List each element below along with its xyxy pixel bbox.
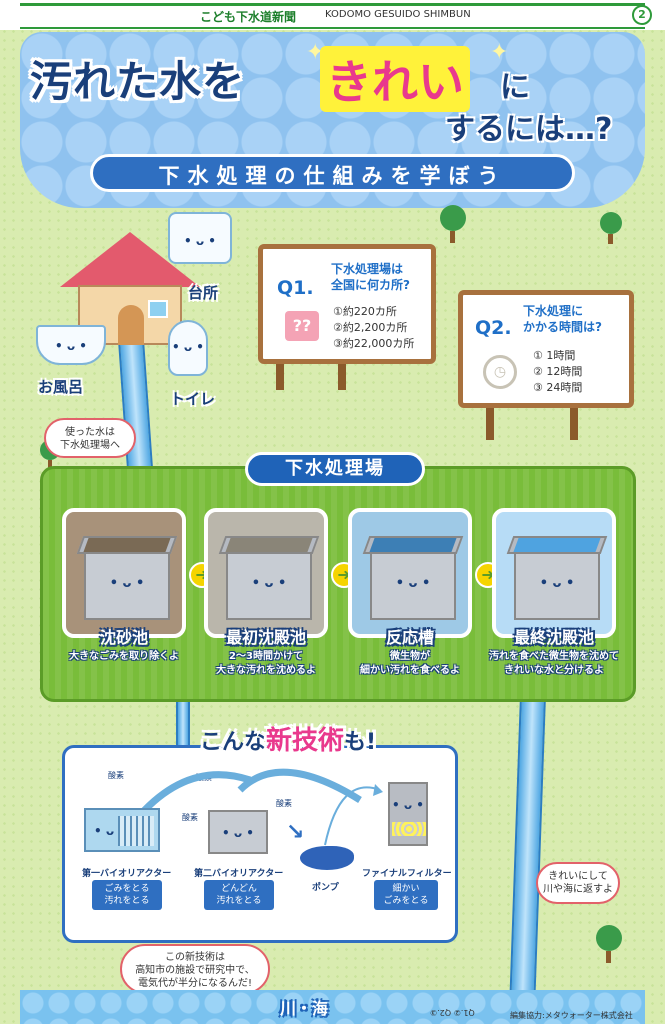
step-desc: 汚れを食べた微生物を沈めて きれいな水と分けるよ: [489, 651, 619, 676]
credit: 編集協力:メタウォーター株式会社: [510, 1011, 633, 1020]
step-name: 反応槽: [385, 628, 434, 647]
new-tech-title: こんな新技術も!: [200, 720, 376, 757]
plant-title: 下水処理場: [245, 452, 425, 486]
outflow-pipe: [509, 694, 546, 996]
bioreactor-2-label: 第二バイオリアクター: [194, 869, 284, 879]
bioreactor-1: • ᴗ •: [84, 808, 160, 852]
title-highlight: きれい: [320, 46, 470, 112]
tank-card: • ᴗ •: [204, 508, 328, 638]
speech-bubble: きれいにして 川や海に返すよ: [536, 862, 620, 904]
bioreactor-2: • ᴗ •: [208, 810, 268, 854]
clock-icon: ◷: [483, 355, 517, 389]
q1-option-1: ①約220カ所: [333, 305, 397, 318]
subtitle-banner: 下水処理の仕組みを学ぼう: [90, 154, 575, 192]
house-window: [148, 300, 168, 318]
tree-icon: [600, 212, 622, 244]
sign-post: [338, 360, 346, 390]
new-tech-title-b: 新技術: [266, 726, 345, 756]
filter-tag: 細かい ごみをとる: [374, 880, 438, 910]
sparkle-icon: ✦: [490, 40, 509, 65]
step-name: 沈砂池: [99, 628, 148, 647]
sign-post: [570, 400, 578, 440]
q1-option-2: ②約2,200カ所: [333, 321, 408, 334]
title-particle: に: [500, 70, 530, 105]
bioreactor-1-label: 第一バイオリアクター: [82, 869, 172, 879]
q2-question: 下水処理に かかる時間は?: [523, 304, 602, 334]
q1-option-3: ③約22,000カ所: [333, 337, 415, 350]
question-mark-icon: ??: [285, 311, 319, 341]
step-desc: 2〜3時間かけて 大きな汚れを沈めるよ: [216, 651, 316, 676]
river-band: [20, 990, 645, 1024]
toilet-icon: • ᴗ •: [168, 320, 208, 376]
sign-post: [486, 400, 494, 440]
q1-label: Q1.: [277, 277, 314, 299]
new-tech-title-c: も!: [344, 730, 377, 755]
bathtub-icon: • ᴗ •: [36, 325, 106, 365]
q2-option-2: ② 12時間: [533, 365, 583, 378]
house-door: [118, 305, 144, 345]
sign-post: [276, 360, 284, 390]
new-tech-title-a: こんな: [200, 730, 267, 755]
q2-label: Q2.: [475, 317, 512, 339]
paper-name: こども下水道新聞: [200, 10, 297, 24]
tank-card: • ᴗ •: [62, 508, 186, 638]
step-desc: 大きなごみを取り除くよ: [69, 651, 179, 662]
title-main: 汚れた水を: [30, 57, 246, 106]
question-sign-2: Q2. 下水処理に かかる時間は? ◷ ① 1時間 ② 12時間 ③ 24時間: [458, 290, 634, 408]
pump-whale-icon: [300, 846, 354, 870]
speech-bubble: この新技術は 高知市の施設で研究中で、 電気代が半分になるんだ!: [120, 944, 270, 994]
tree-icon: [440, 205, 466, 243]
bioreactor-1-tag: ごみをとる 汚れをとる: [92, 880, 162, 910]
label-bath: お風呂: [38, 378, 84, 396]
filter-label: ファイナルフィルター: [362, 869, 452, 879]
bioreactor-2-tag: どんどん 汚れをとる: [204, 880, 274, 910]
q2-option-3: ③ 24時間: [533, 381, 583, 394]
step-desc: 微生物が 細かい汚れを食べるよ: [360, 651, 460, 676]
arc-arrow: [324, 784, 383, 846]
q2-option-1: ① 1時間: [533, 349, 576, 362]
step-name: 最終沈殿池: [513, 628, 594, 647]
q1-question: 下水処理場は 全国に何カ所?: [331, 262, 410, 292]
tank-card: • ᴗ •: [492, 508, 616, 638]
page-number: 2: [632, 5, 652, 25]
label-toilet: トイレ: [170, 390, 216, 408]
header-strip: [0, 0, 665, 30]
oxygen-label: 酸素: [276, 799, 292, 808]
answer-key: Q1.② Q2.③: [430, 1008, 475, 1017]
tank-card: • ᴗ •: [348, 508, 472, 638]
flow-arrows: [137, 768, 362, 818]
oxygen-label: 酸素: [108, 771, 124, 780]
river-label: 川・海: [280, 999, 329, 1018]
sparkle-icon: ✦: [306, 40, 325, 65]
pump-label: ポンプ: [312, 883, 339, 893]
speech-bubble: 使った水は 下水処理場へ: [44, 418, 136, 458]
oxygen-label: 酸素: [182, 813, 198, 822]
question-sign-1: Q1. 下水処理場は 全国に何カ所? ?? ①約220カ所 ②約2,200カ所 …: [258, 244, 436, 364]
kitchen-sink-icon: • ᴗ •: [168, 212, 232, 264]
step-name: 最初沈殿池: [225, 628, 306, 647]
title-sub: するには…?: [445, 112, 613, 147]
paper-name-english: KODOMO GESUIDO SHIMBUN: [325, 9, 471, 20]
arrow-down-icon: ↘: [286, 820, 305, 845]
label-kitchen: 台所: [188, 284, 219, 302]
final-filter: • ᴗ •: [388, 782, 428, 846]
tree-icon: [596, 925, 622, 963]
